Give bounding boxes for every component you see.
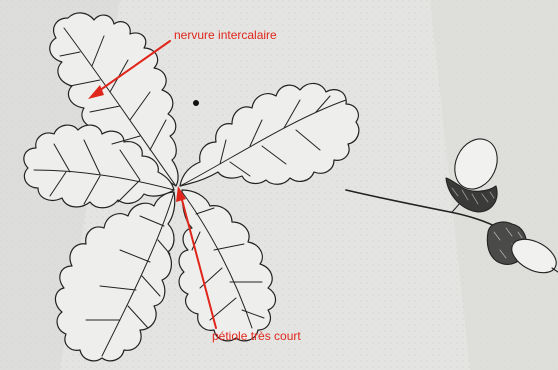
petiole-annotation-label: pétiole très court — [212, 330, 301, 342]
ink-dot — [193, 100, 199, 106]
vein-annotation-label: nervure intercalaire — [174, 29, 277, 41]
